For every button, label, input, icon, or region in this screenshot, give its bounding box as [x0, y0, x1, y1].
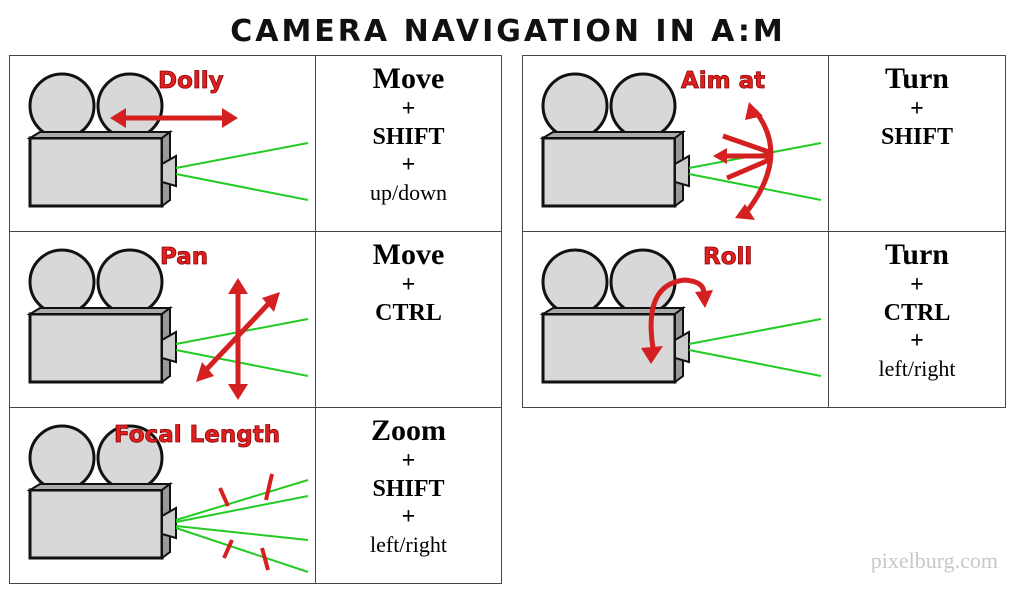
camera-icon [26, 72, 177, 208]
shortcut-cell: Move + CTRL [316, 232, 501, 407]
row-focal-length: Focal Length Zoom + SHIFT + left/right [10, 408, 501, 583]
left-table: Dolly Move + SHIFT + up/down [9, 55, 502, 584]
zoom-arrows-icon [218, 473, 274, 571]
shortcut-cell: Move + SHIFT + up/down [316, 56, 501, 231]
key-main: Turn [885, 62, 949, 95]
aim-arrowheads [713, 102, 763, 220]
camera-icon [26, 424, 177, 560]
key-plus: + [910, 328, 924, 354]
view-beam [688, 142, 822, 201]
camera-icon [539, 72, 690, 208]
shortcut-cell: Turn + CTRL + left/right [829, 232, 1005, 407]
row-dolly: Dolly Move + SHIFT + up/down [10, 56, 501, 232]
row-aim-at: Aim at Turn + SHIFT [523, 56, 1005, 232]
camera-icon [539, 248, 690, 384]
focal-length-illustration: Focal Length [10, 408, 316, 583]
shortcut-cell: Turn + SHIFT [829, 56, 1005, 231]
view-beam [175, 142, 309, 201]
key-modifier: SHIFT [372, 476, 445, 502]
key-main: Move [372, 62, 445, 95]
roll-arrow-icon [641, 277, 713, 364]
key-plus: + [401, 272, 416, 298]
motion-label: Roll [703, 244, 752, 270]
view-beam [175, 479, 309, 573]
key-modifier: SHIFT [372, 124, 445, 150]
key-direction: left/right [878, 356, 956, 381]
key-main: Move [372, 238, 445, 271]
watermark: pixelburg.com [870, 548, 998, 573]
roll-illustration: Roll [523, 232, 829, 407]
key-modifier: CTRL [375, 300, 442, 326]
key-plus: + [401, 504, 416, 530]
right-table: Aim at Turn + SHIFT [522, 55, 1006, 408]
motion-label: Aim at [681, 68, 765, 94]
key-plus: + [910, 272, 924, 298]
motion-label: Dolly [158, 68, 224, 94]
key-plus: + [401, 96, 416, 122]
key-plus: + [401, 448, 416, 474]
aim-arrows-icon [719, 109, 774, 216]
dolly-arrow-icon [110, 108, 238, 128]
key-plus: + [910, 96, 924, 122]
key-direction: left/right [370, 532, 447, 557]
view-beam [688, 318, 822, 377]
key-modifier: CTRL [883, 300, 951, 326]
shortcut-cell: Zoom + SHIFT + left/right [316, 408, 501, 583]
row-roll: Roll Turn + CTRL + left/right [523, 232, 1005, 407]
key-direction: up/down [370, 180, 447, 205]
page-title: CAMERA NAVIGATION IN A:M [230, 14, 786, 49]
camera-icon [26, 248, 177, 384]
aim-at-illustration: Aim at [523, 56, 829, 231]
key-main: Zoom [371, 414, 446, 447]
pan-illustration: Pan [10, 232, 316, 407]
key-main: Turn [885, 238, 949, 271]
motion-label: Pan [160, 244, 208, 270]
key-modifier: SHIFT [880, 124, 954, 150]
dolly-illustration: Dolly [10, 56, 316, 231]
pan-arrows-icon [196, 278, 280, 400]
view-beam [175, 318, 309, 377]
motion-label: Focal Length [114, 422, 280, 448]
row-pan: Pan Move + CTRL [10, 232, 501, 408]
key-plus: + [401, 152, 416, 178]
